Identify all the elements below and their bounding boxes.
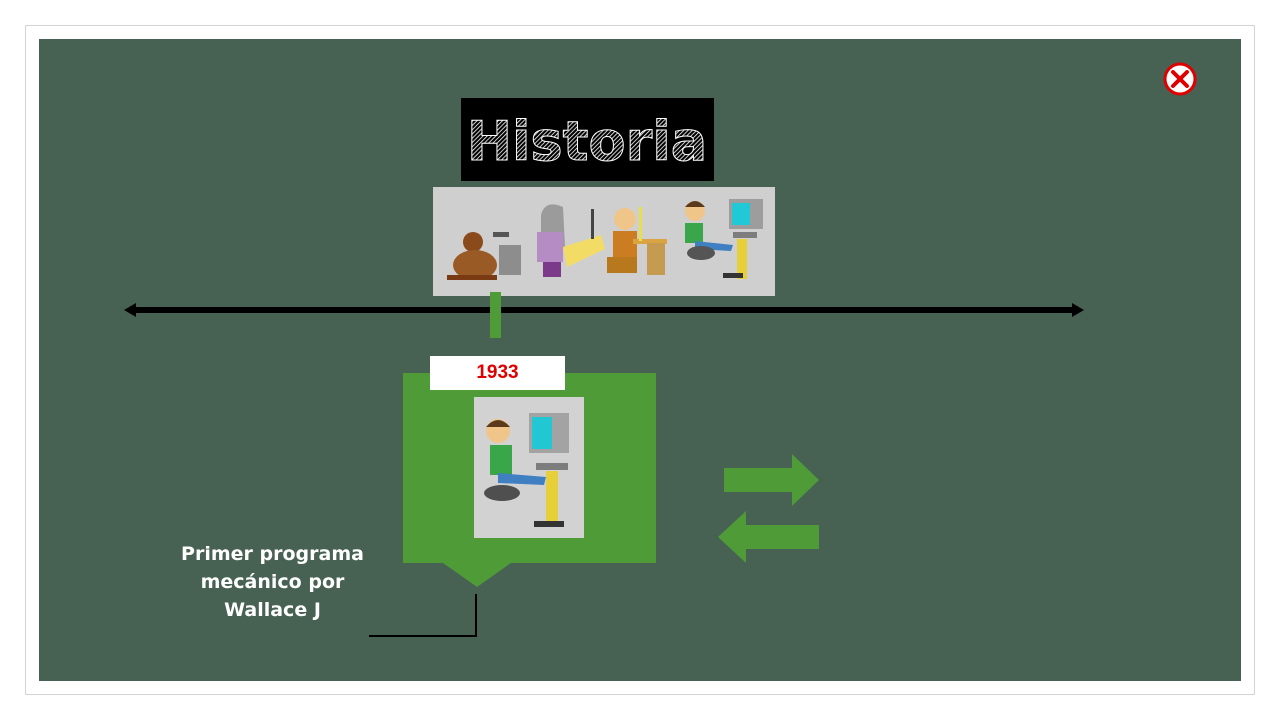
year-label: 1933 (430, 356, 565, 390)
title-banner: Historia (461, 98, 714, 181)
event-description: Primer programa mecánico por Wallace J (181, 543, 364, 621)
programmer-illustration (474, 397, 584, 538)
callout-connector-line (365, 592, 481, 640)
page-title: Historia (467, 110, 707, 173)
arrow-left-icon[interactable] (716, 509, 822, 565)
evolution-illustration (433, 187, 775, 296)
arrow-right-icon[interactable] (722, 452, 822, 508)
timeline-axis (120, 296, 1090, 324)
timeline-marker (490, 292, 501, 338)
close-icon[interactable] (1163, 62, 1197, 96)
